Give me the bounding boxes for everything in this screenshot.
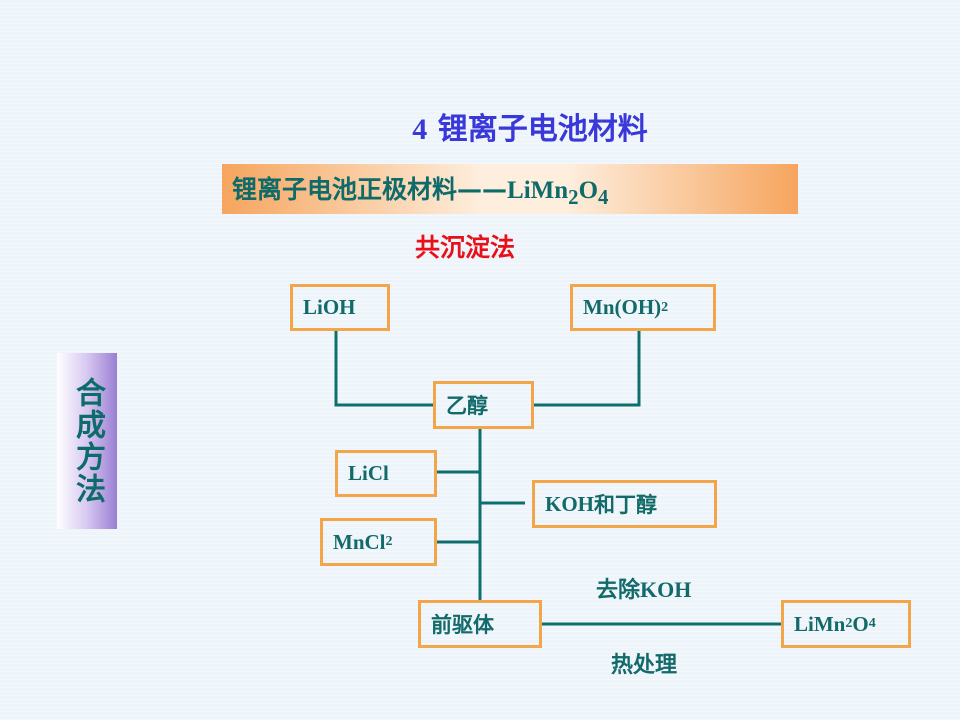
title-text: 锂离子电池材料	[437, 112, 648, 147]
banner-text: 锂离子电池正极材料——LiMn2O4	[232, 170, 608, 210]
page-title: 4 锂离子电池材料	[0, 104, 960, 148]
title-number: 4	[412, 113, 428, 146]
subtitle-banner	[222, 164, 798, 214]
banner-label: 锂离子电池正极材料——	[232, 175, 508, 204]
node-ethanol: 乙醇	[433, 381, 534, 429]
connector-mnoh-ethanol	[533, 330, 641, 407]
node-precursor: 前驱体	[418, 600, 542, 648]
side-label-text: 合成方法	[70, 377, 105, 505]
node-mnoh2: Mn(OH)2	[570, 284, 716, 331]
method-title: 共沉淀法	[415, 233, 516, 262]
node-licl: LiCl	[335, 450, 437, 497]
side-label: 合成方法	[57, 353, 117, 529]
edge-label-heat-treatment: 热处理	[611, 653, 678, 678]
connector-lioh-ethanol	[334, 330, 434, 407]
edge-label-remove-koh: 去除KOH	[596, 577, 692, 603]
banner-formula: LiMn2O4	[507, 177, 609, 209]
node-lioh: LiOH	[290, 284, 390, 331]
